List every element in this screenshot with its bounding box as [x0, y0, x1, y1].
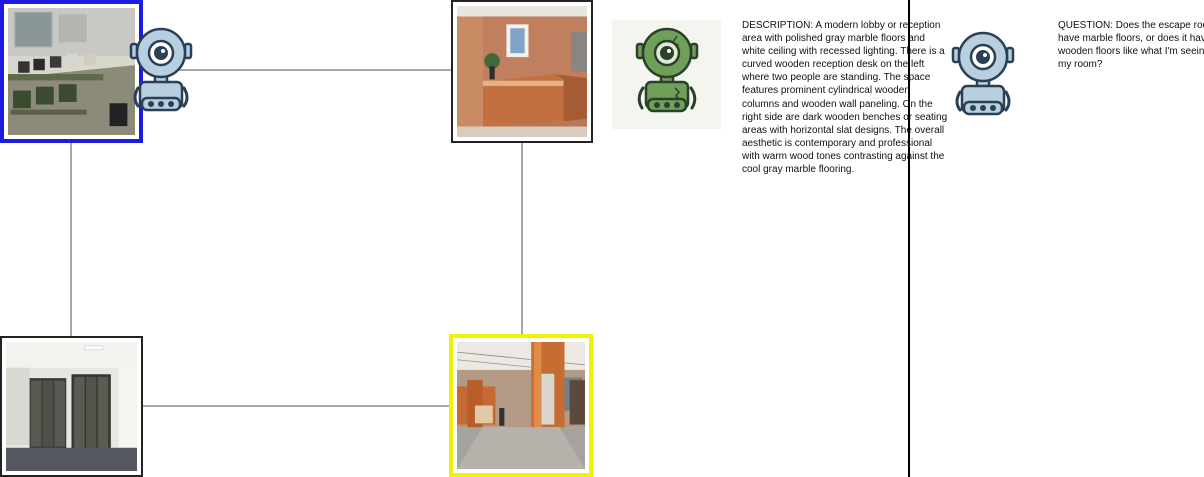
question-text: QUESTION: Does the escape room have marb… [1058, 20, 1204, 71]
graph-node-lobby[interactable] [449, 334, 593, 477]
navigation-graph [0, 0, 600, 477]
lobby-columns-image [457, 342, 585, 469]
computer-lab-image [8, 8, 135, 135]
robot-icon [946, 30, 1020, 118]
panel-divider [908, 0, 910, 477]
graph-edges [70, 69, 523, 407]
reception-desk-image [457, 6, 587, 137]
robot-icon [629, 26, 705, 116]
graph-node-reception[interactable] [451, 0, 593, 143]
robot-icon [124, 26, 198, 114]
graph-node-computer-lab[interactable] [0, 0, 143, 143]
lockers-room-image [6, 342, 137, 471]
graph-node-lockers[interactable] [0, 336, 143, 477]
description-text: DESCRIPTION: A modern lobby or reception… [742, 20, 950, 176]
